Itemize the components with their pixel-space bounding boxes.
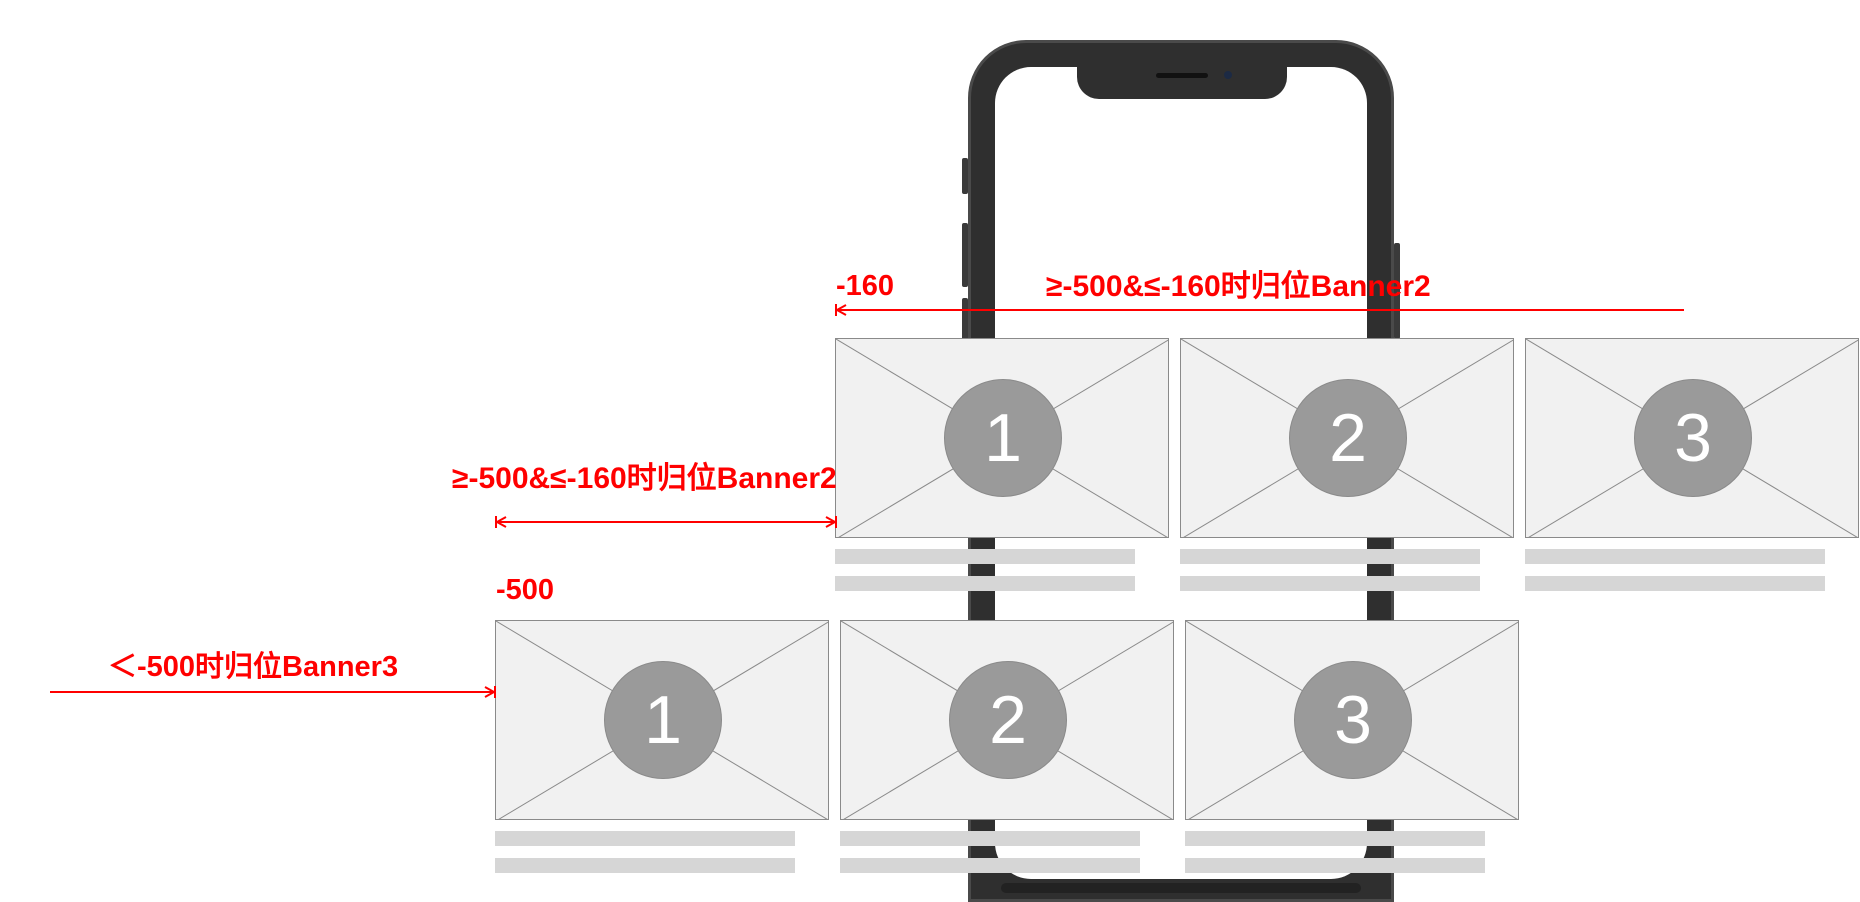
arrow-left-offset — [50, 686, 497, 698]
phone-side-button — [1394, 243, 1400, 339]
text-placeholder-line — [1525, 576, 1825, 591]
phone-camera — [1224, 71, 1232, 79]
image-placeholder: 3 — [1185, 620, 1519, 820]
banner-card-top-1: 1 — [835, 338, 1169, 591]
text-placeholder-line — [1185, 858, 1485, 873]
phone-side-button — [962, 158, 968, 194]
phone-bottom-edge — [1001, 883, 1361, 893]
arrow-top-offset — [834, 304, 1684, 316]
top-offset-label: -160 — [836, 270, 895, 302]
banner-number-badge: 2 — [949, 661, 1067, 779]
image-placeholder: 3 — [1525, 338, 1859, 538]
banner-number-badge: 3 — [1634, 379, 1752, 497]
text-placeholder-line — [495, 858, 795, 873]
phone-side-button — [962, 298, 968, 362]
banner-number-badge: 1 — [944, 379, 1062, 497]
image-placeholder: 1 — [495, 620, 829, 820]
banner-card-bottom-3: 3 — [1185, 620, 1519, 873]
text-placeholder-line — [840, 858, 1140, 873]
banner-number-badge: 2 — [1289, 379, 1407, 497]
text-placeholder-line — [1180, 549, 1480, 564]
text-placeholder-line — [1185, 831, 1485, 846]
left-rule-label: ＜-500时归位Banner3 — [108, 651, 399, 683]
banner-number-badge: 1 — [604, 661, 722, 779]
text-placeholder-line — [835, 576, 1135, 591]
banner-card-bottom-1: 1 — [495, 620, 829, 873]
image-placeholder: 2 — [1180, 338, 1514, 538]
text-placeholder-line — [840, 831, 1140, 846]
arrow-range-offset — [494, 516, 838, 528]
image-placeholder: 1 — [835, 338, 1169, 538]
banner-card-top-3: 3 — [1525, 338, 1859, 591]
top-rule-label: ≥-500&≤-160时归位Banner2 — [1046, 270, 1431, 303]
phone-speaker — [1156, 73, 1208, 78]
banner-card-bottom-2: 2 — [840, 620, 1174, 873]
middle-rule-label: ≥-500&≤-160时归位Banner2 — [452, 462, 837, 495]
phone-side-button — [962, 223, 968, 287]
phone-notch — [1077, 63, 1287, 99]
banner-number-badge: 3 — [1294, 661, 1412, 779]
text-placeholder-line — [495, 831, 795, 846]
bottom-offset-label: -500 — [496, 574, 555, 606]
text-placeholder-line — [1525, 549, 1825, 564]
banner-card-top-2: 2 — [1180, 338, 1514, 591]
text-placeholder-line — [1180, 576, 1480, 591]
image-placeholder: 2 — [840, 620, 1174, 820]
text-placeholder-line — [835, 549, 1135, 564]
